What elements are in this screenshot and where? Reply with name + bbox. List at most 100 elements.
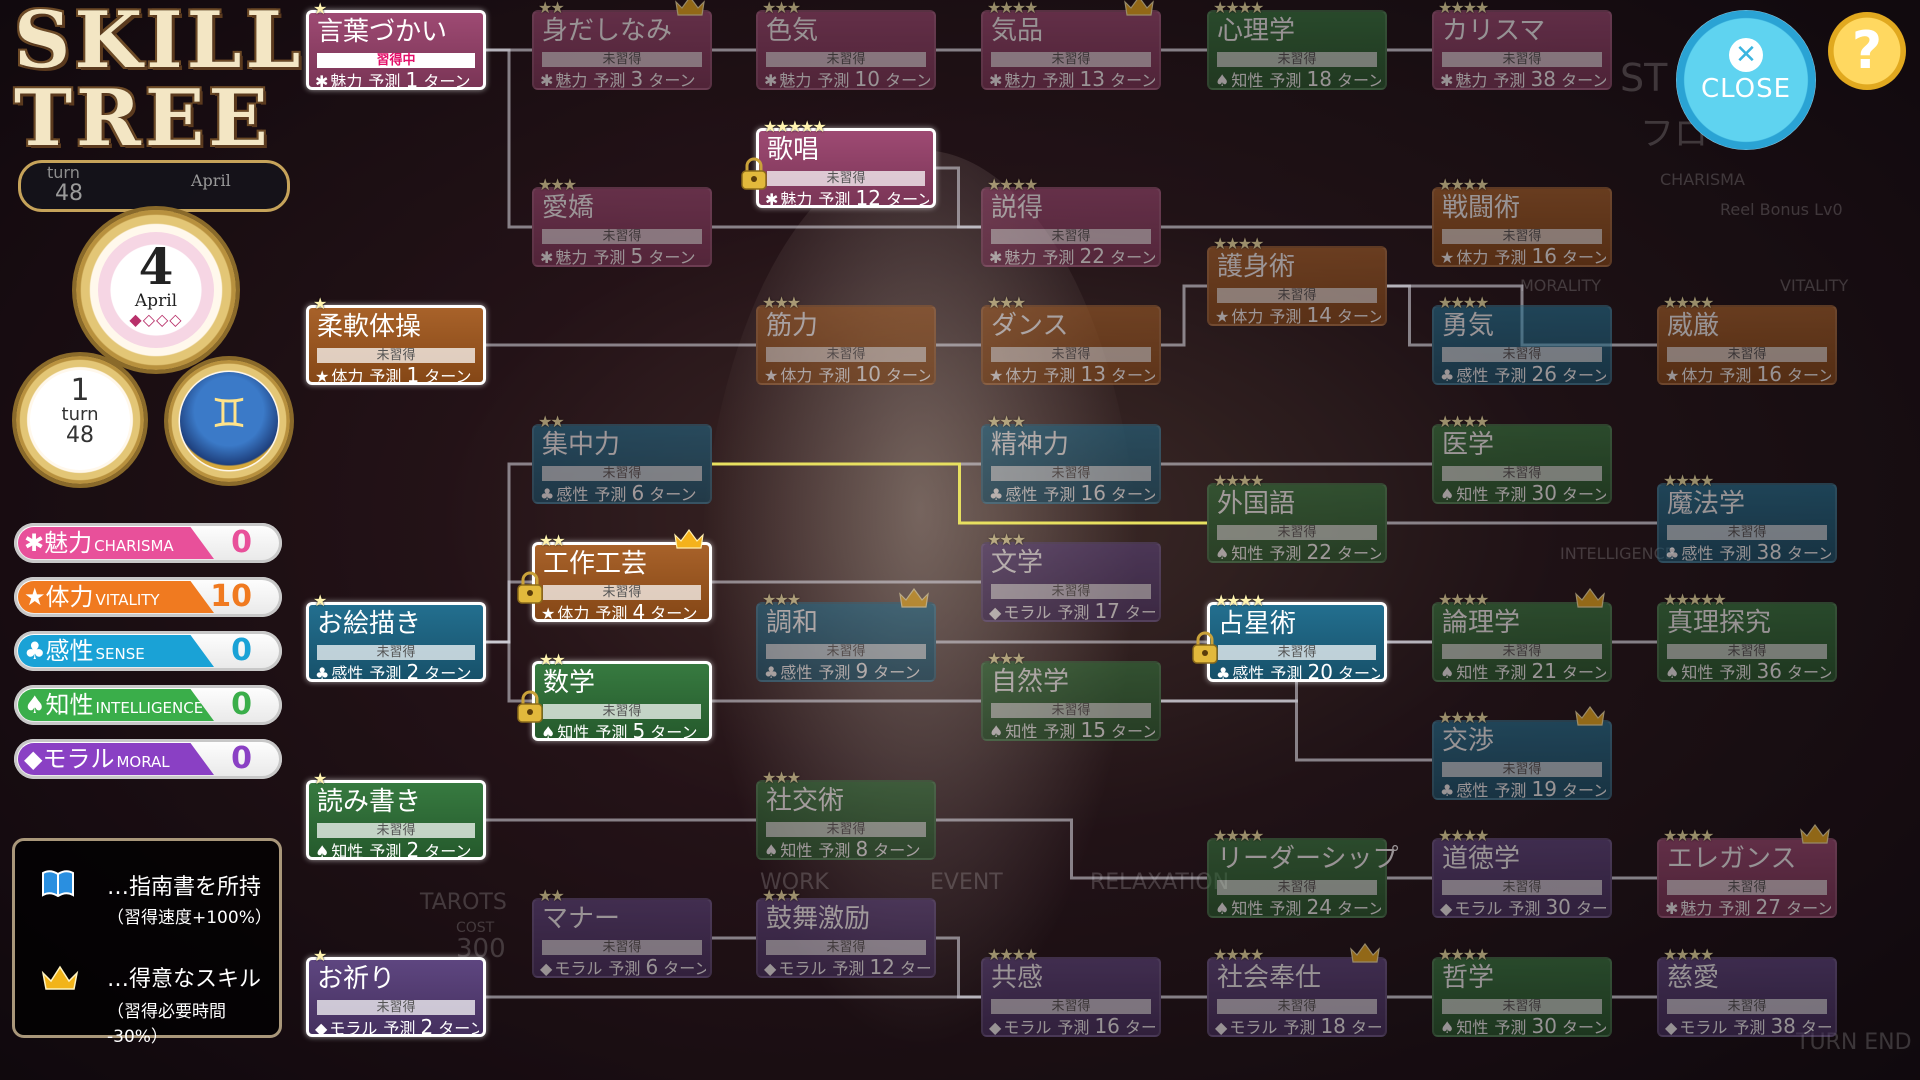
skill-node-ronrigaku[interactable]: ★★★★論理学未習得♠知性予測 21 ターン — [1432, 587, 1612, 682]
skill-unit: ターン — [650, 723, 698, 741]
skill-node-tetsugaku[interactable]: ★★★★哲学未習得♠知性予測 30 ターン — [1432, 947, 1612, 1037]
close-icon: ✕ — [1729, 38, 1763, 72]
skill-rank-stars: ★★★★★ — [763, 117, 827, 136]
skill-node-kosaku[interactable]: ★★工作工芸未習得★体力予測 4 ターン — [517, 528, 712, 622]
skill-pred-turns: 12 — [869, 957, 895, 977]
skill-name: 筋力 — [766, 311, 819, 341]
skill-node-igaku[interactable]: ★★★★医学未習得♠知性予測 30 ターン — [1432, 414, 1612, 504]
skill-unit: ターン — [1562, 663, 1606, 681]
skill-name: 歌唱 — [767, 135, 820, 165]
skill-node-yomikaki[interactable]: ★読み書き未習得♠知性予測 2 ターン — [306, 771, 486, 860]
skill-pred-turns: 13 — [1079, 69, 1105, 89]
skill-rank-stars: ★★★★ — [1213, 234, 1264, 253]
stat-value: 0 — [231, 687, 252, 722]
skill-node-goshinjutsu[interactable]: ★★★★護身術未習得★体力予測 14 ターン — [1207, 236, 1387, 326]
skill-unit: ターン — [1124, 1018, 1155, 1036]
skill-stat: 感性 — [331, 664, 364, 682]
legend-book-sub: （習得速度+100%） — [107, 908, 272, 928]
skill-node-kinryoku[interactable]: ★★★筋力未習得★体力予測 10 ターン — [756, 295, 936, 385]
skill-node-senseijutsu[interactable]: ★★★★占星術未習得♣感性予測 20 ターン — [1192, 593, 1387, 682]
skill-pred-label: 予測 — [593, 248, 626, 266]
skill-status: 未習得 — [1442, 762, 1602, 777]
help-button[interactable]: ? — [1828, 12, 1906, 90]
skill-name: 共感 — [991, 963, 1044, 993]
skill-node-seishin[interactable]: ★★★精神力未習得♣感性予測 16 ターン — [981, 414, 1161, 504]
skill-node-sentojutsu[interactable]: ★★★★戦闘術未習得★体力予測 16 ターン — [1432, 177, 1612, 267]
skill-requirement: ♠知性予測 2 ターン — [315, 840, 479, 860]
skill-status: 未習得 — [766, 940, 926, 955]
skill-name: 柔軟体操 — [317, 312, 422, 342]
skill-node-aikyo[interactable]: ★★★愛嬌未習得✱魅力予測 5 ターン — [532, 177, 712, 267]
skill-node-shizenkagaku[interactable]: ★★★自然学未習得♠知性予測 15 ターン — [981, 651, 1161, 741]
stat-suit-icon: ✱ — [765, 190, 779, 208]
skill-unit: ターン — [424, 664, 472, 682]
skill-node-junan[interactable]: ★柔軟体操未習得★体力予測 1 ターン — [306, 296, 486, 385]
skill-node-oinori[interactable]: ★お祈り未習得◆モラル予測 2 ターン — [306, 948, 486, 1037]
skill-node-gaikokugo[interactable]: ★★★★外国語未習得♠知性予測 22 ターン — [1207, 473, 1387, 563]
skill-node-elegance[interactable]: ★★★★エレガンス未習得✱魅力予測 27 ターン — [1657, 823, 1837, 918]
skill-node-leadership[interactable]: ★★★★リーダーシップ未習得♠知性予測 24 ターン — [1207, 828, 1398, 918]
close-button[interactable]: ✕ CLOSE — [1676, 10, 1816, 150]
skill-unit: ターン — [1800, 1018, 1831, 1036]
skill-node-sugaku[interactable]: ★★数学未習得♠知性予測 5 ターン — [517, 652, 712, 741]
skill-pred-label: 予測 — [1269, 544, 1302, 562]
date-gear: 4 April ◆◇◇◇ — [76, 210, 236, 370]
skill-pred-turns: 14 — [1306, 305, 1332, 325]
skill-stat: 体力 — [1231, 307, 1264, 325]
skill-node-ii[interactable]: ★★★★威厳未習得★体力予測 16 ターン — [1657, 295, 1837, 385]
skill-node-midashinami[interactable]: ★★身だしなみ未習得✱魅力予測 3 ターン — [532, 0, 712, 90]
skill-unit: ターン — [1562, 248, 1606, 266]
skill-node-shuchu[interactable]: ★★集中力未習得♣感性予測 6 ターン — [532, 414, 712, 504]
skill-node-oekaki[interactable]: ★お絵描き未習得♣感性予測 2 ターン — [306, 593, 486, 682]
skill-node-kotoba[interactable]: ★言葉づかい習得中✱魅力予測 1 ターン — [306, 1, 486, 90]
skill-name: 哲学 — [1442, 963, 1495, 993]
connector-kotoba-aikyo — [486, 48, 532, 229]
skill-unit: ターン — [873, 841, 921, 859]
skill-node-chowa[interactable]: ★★★調和未習得♣感性予測 9 ターン — [756, 587, 936, 682]
skill-node-kihin[interactable]: ★★★★気品未習得✱魅力予測 13 ターン — [981, 0, 1161, 90]
skill-node-kasho[interactable]: ★★★★★歌唱未習得✱魅力予測 12 ターン — [741, 119, 936, 208]
skill-name: 真理探究 — [1667, 608, 1772, 638]
skill-unit: ターン — [873, 663, 921, 681]
skill-name: 色気 — [766, 16, 819, 46]
skill-rank-stars: ★★★★ — [1663, 826, 1714, 845]
skill-node-yuki[interactable]: ★★★★勇気未習得♣感性予測 26 ターン — [1432, 295, 1612, 385]
stat-jp: ★体力 — [24, 583, 94, 611]
stat-suit-icon: ◆ — [1665, 1018, 1678, 1036]
skill-stat: 知性 — [1456, 485, 1489, 503]
skill-name: マナー — [542, 904, 621, 934]
skill-node-shakojutsu[interactable]: ★★★社交術未習得♠知性予測 8 ターン — [756, 770, 936, 860]
skill-node-shinrigaku[interactable]: ★★★★心理学未習得♠知性予測 18 ターン — [1207, 0, 1387, 90]
skill-node-dance[interactable]: ★★★ダンス未習得★体力予測 13 ターン — [981, 295, 1161, 385]
skill-unit: ターン — [1562, 781, 1606, 799]
skill-node-iroke[interactable]: ★★★色気未習得✱魅力予測 10 ターン — [756, 0, 936, 90]
skill-pred-label: 予測 — [1494, 781, 1527, 799]
stat-suit-icon: ♠ — [1440, 663, 1455, 681]
skill-stat: モラル — [1454, 899, 1503, 917]
skill-pred-turns: 16 — [1756, 364, 1782, 384]
skill-name: 勇気 — [1442, 311, 1495, 341]
skill-node-kosho[interactable]: ★★★★交渉未習得♣感性予測 19 ターン — [1432, 705, 1612, 800]
skill-node-manner[interactable]: ★★マナー未習得◆モラル予測 6 ターン — [532, 888, 712, 978]
skill-node-mahogaku[interactable]: ★★★★魔法学未習得♣感性予測 38 ターン — [1657, 473, 1837, 563]
skill-node-settoku[interactable]: ★★★★説得未習得✱魅力予測 22 ターン — [981, 177, 1161, 267]
skill-stat: 体力 — [1005, 366, 1038, 384]
skill-pred-label: 予測 — [1057, 603, 1090, 621]
skill-pred-label: 予測 — [595, 604, 628, 622]
skill-node-shinri[interactable]: ★★★★★真理探究未習得♠知性予測 36 ターン — [1657, 592, 1837, 682]
skill-unit: ターン — [648, 71, 696, 89]
skill-rank-stars: ★★ — [538, 412, 565, 431]
stat-suit-icon: ♠ — [315, 842, 330, 860]
stat-suit-icon: ♣ — [540, 485, 555, 503]
stat-suit-icon: ◆ — [1440, 899, 1453, 917]
skill-node-charisma[interactable]: ★★★★カリスマ未習得✱魅力予測 38 ターン — [1432, 0, 1612, 90]
stat-suit-icon: ✱ — [540, 248, 554, 266]
